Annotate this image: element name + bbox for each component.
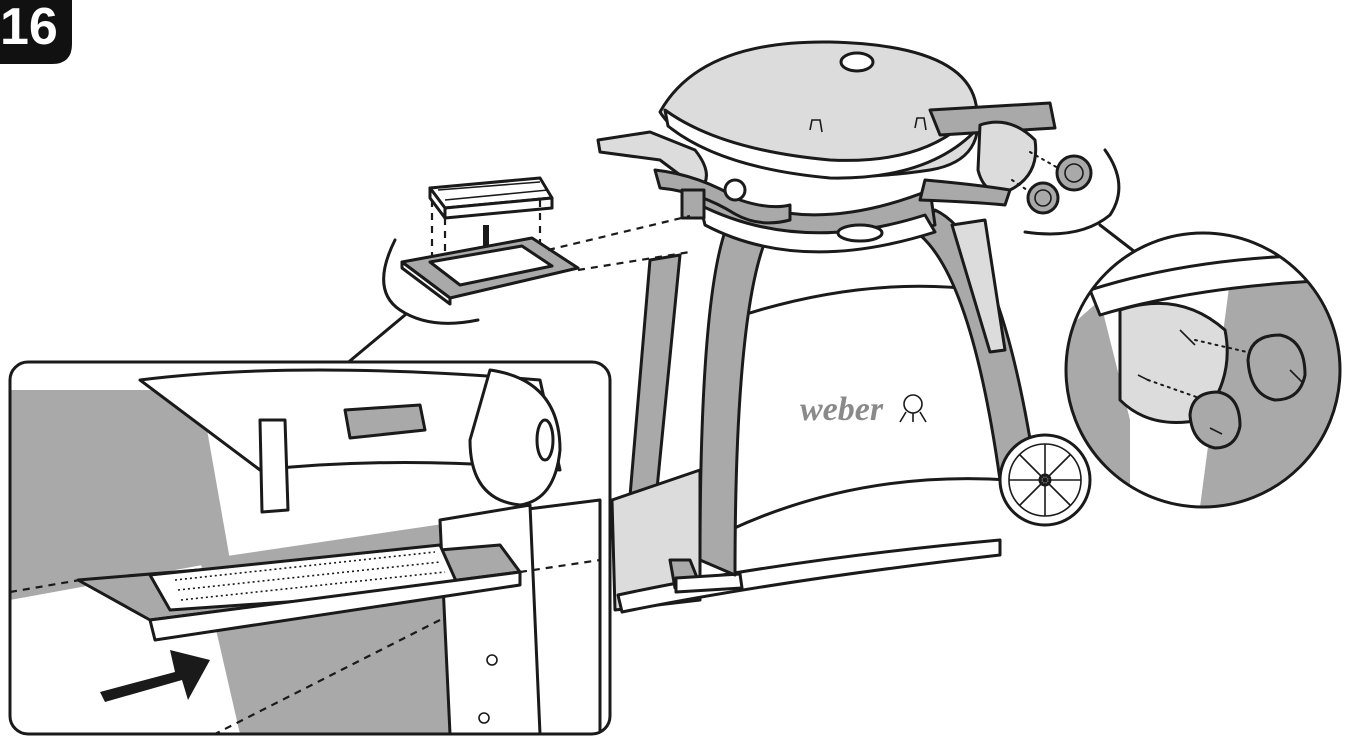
inset-rivet [478, 712, 490, 724]
control-knob-icon [1188, 390, 1242, 450]
tray-callout-leader [343, 313, 407, 367]
inset-side-frame [468, 368, 562, 507]
kettle-logo-icon [899, 394, 927, 423]
inset-tray-edge [148, 570, 522, 642]
control-knob-icon [1026, 181, 1060, 215]
disposable-liner [428, 176, 554, 220]
inset-bolt-hole [535, 418, 555, 462]
tray-bracket [680, 188, 706, 220]
control-knob-icon [1055, 154, 1093, 192]
lid-hinge-right [914, 117, 927, 131]
knob-detail-circle [1064, 231, 1342, 509]
lid-hinge-left [809, 119, 823, 133]
pivot-bolt [723, 178, 747, 202]
drip-tray [400, 236, 580, 306]
right-arm [918, 178, 1012, 207]
wheel [998, 433, 1092, 527]
brand-logo: weber [800, 391, 884, 428]
step-badge: 16 [0, 0, 72, 64]
inset-frame [8, 360, 612, 736]
inset-liner-ridges [174, 551, 446, 601]
foot-pad [674, 572, 744, 594]
knob-callout-leader [1098, 223, 1137, 254]
inset-guides [10, 558, 601, 734]
control-panel [976, 120, 1038, 194]
step-number: 16 [0, 0, 58, 56]
tray-detail-inset [8, 360, 612, 736]
detail-frame [1064, 231, 1342, 509]
detail-control-panel [1118, 301, 1229, 424]
front-left-leg [698, 208, 772, 577]
control-knob-icon [1246, 333, 1307, 402]
inset-bracket [343, 403, 427, 440]
liner-guides [430, 200, 542, 278]
arrow-right-icon [100, 650, 210, 702]
thermometer-mount [836, 223, 884, 243]
grill: weber [596, 40, 1092, 614]
lid-vent [839, 51, 875, 73]
leg-highlight [950, 218, 1007, 354]
tray-callout-arc [382, 238, 480, 325]
tray-alignment-guides [547, 214, 691, 272]
inset-front-panel [438, 503, 542, 734]
detail-handle-rail [1088, 253, 1340, 317]
inset-rivet [486, 654, 498, 666]
knob-guides [1011, 151, 1059, 193]
right-side-handle [928, 101, 1057, 137]
knob-callout-arc [1023, 148, 1121, 236]
inset-cook-box-shade [10, 390, 230, 600]
inset-rod [258, 418, 290, 514]
left-arm [653, 168, 792, 225]
cook-box-rim [698, 203, 937, 254]
detail-valve-stems [1137, 329, 1196, 381]
